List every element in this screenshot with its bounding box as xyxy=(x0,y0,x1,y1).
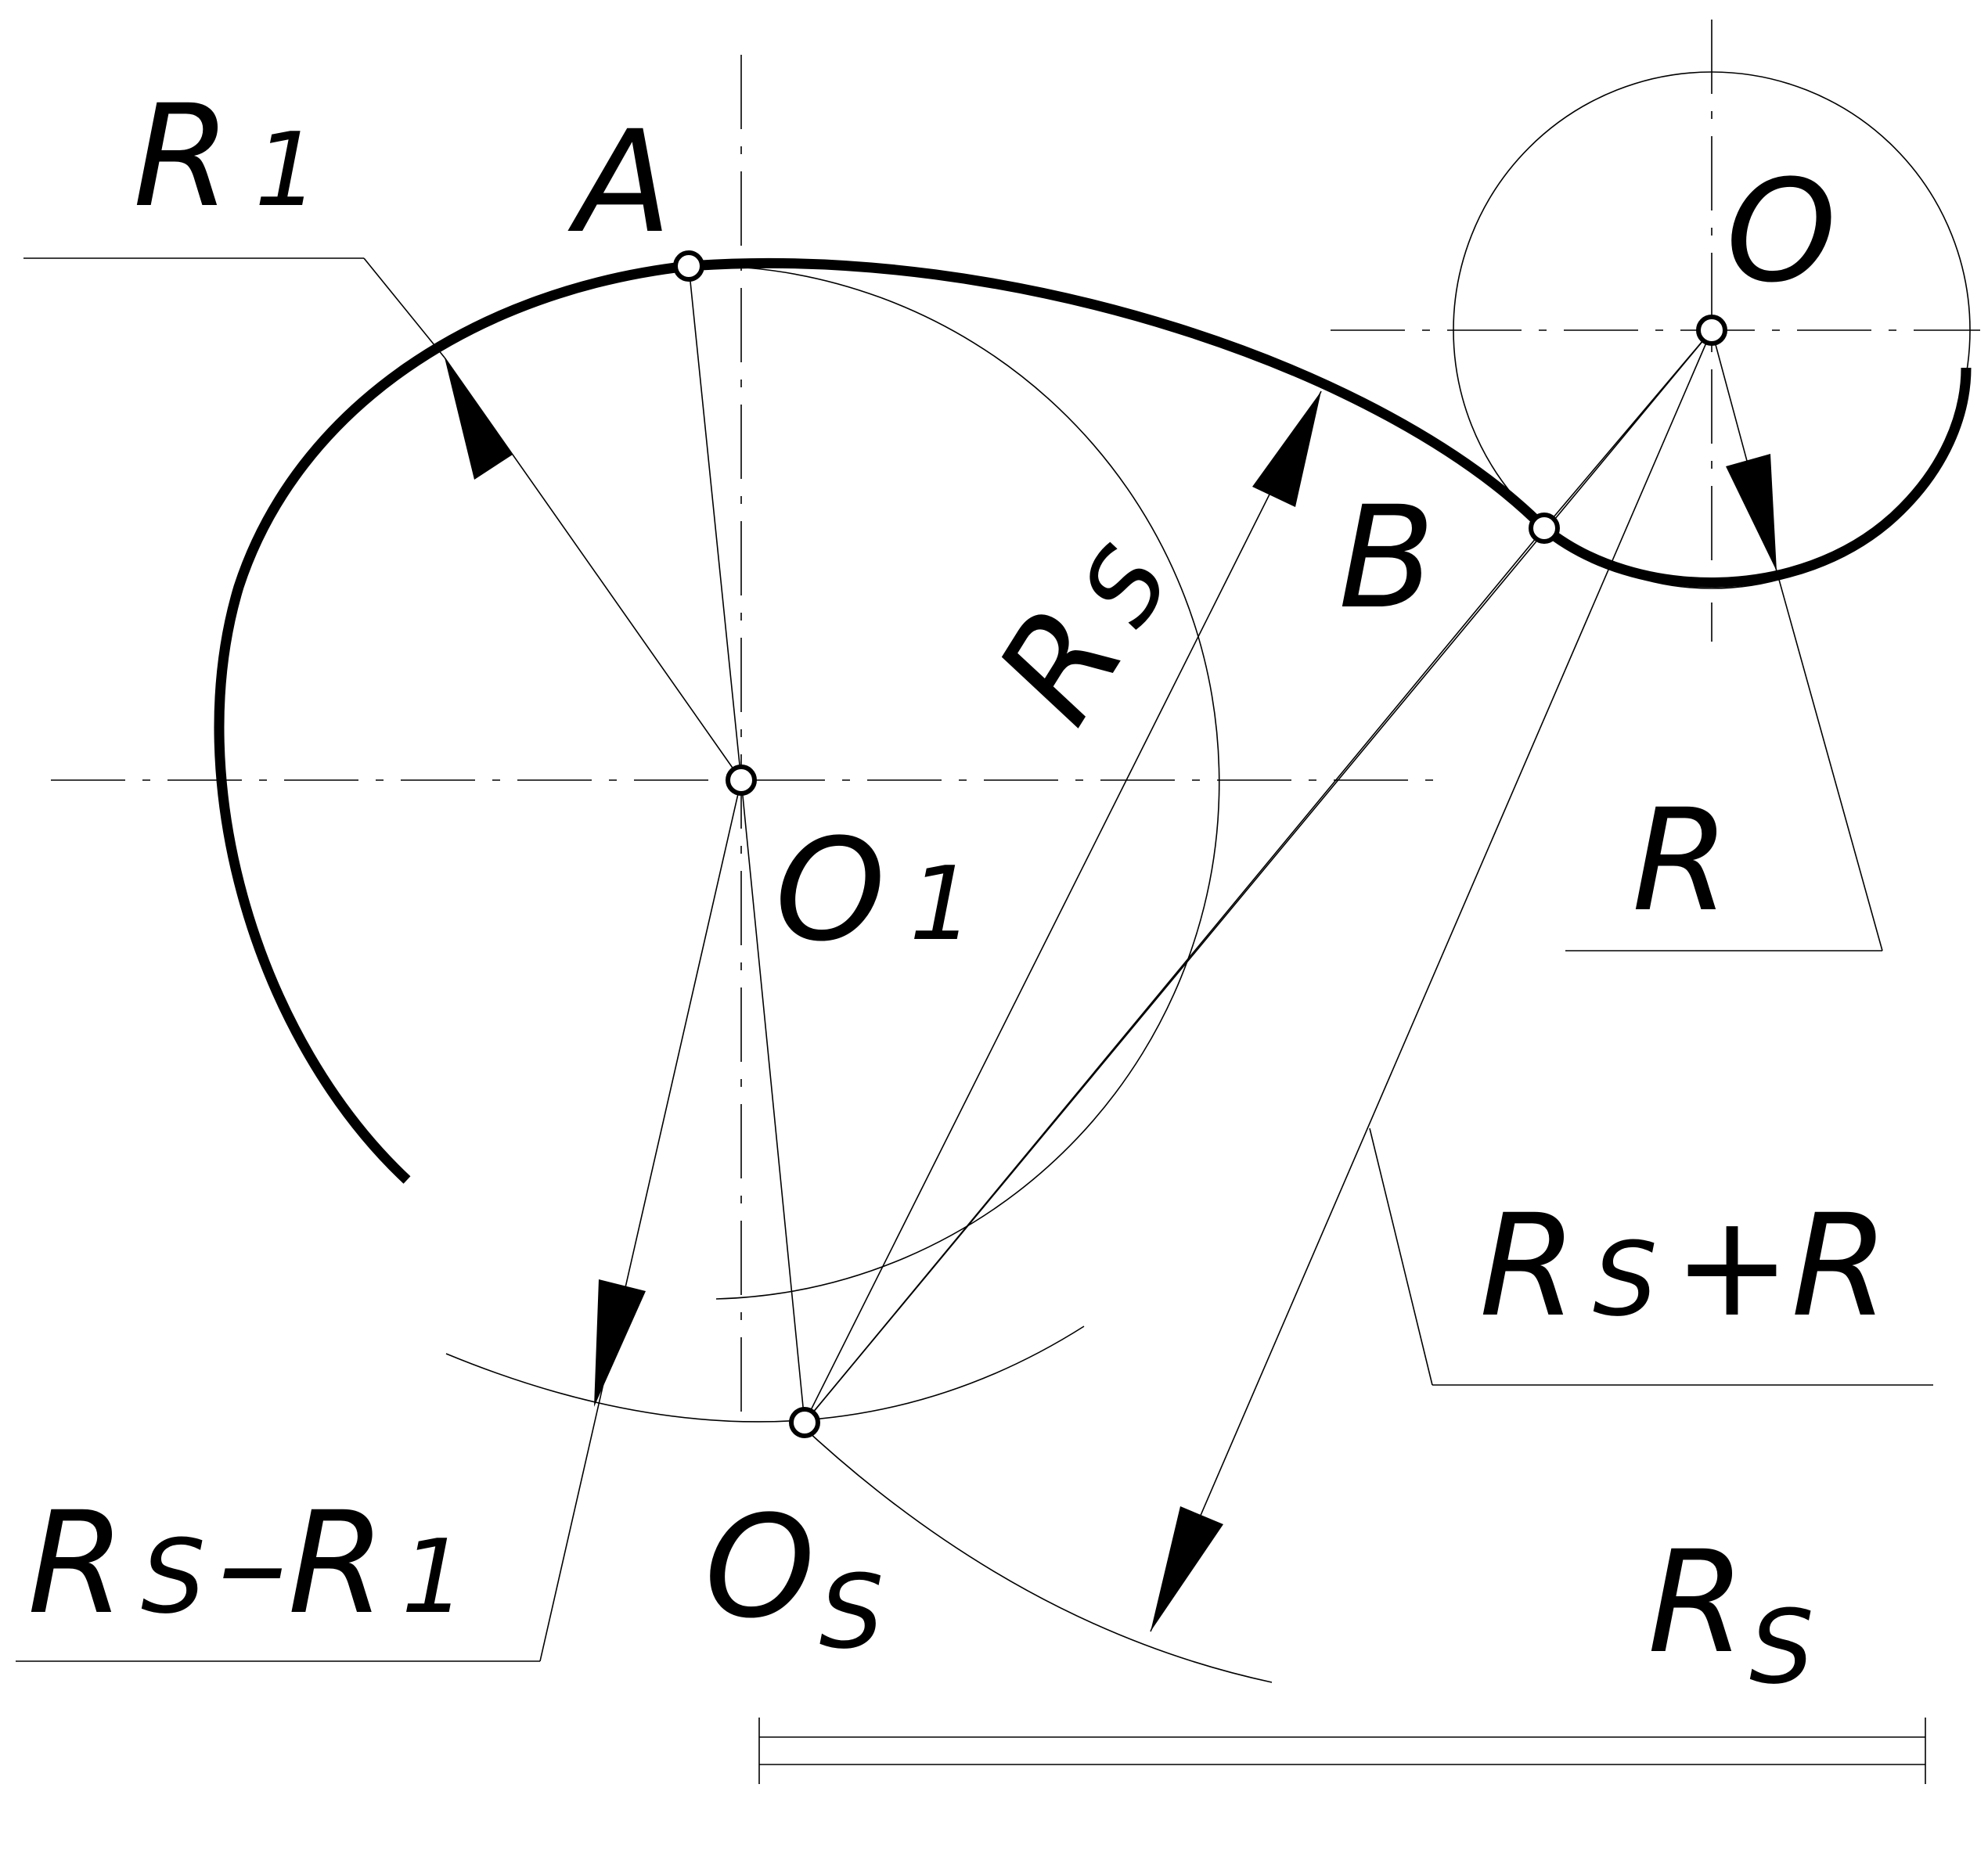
point-os xyxy=(789,1407,820,1438)
arc-r1 xyxy=(214,261,690,1184)
label-a: A xyxy=(567,101,672,264)
center-lines xyxy=(51,20,1980,1420)
label-rs-bottom: RS xyxy=(1648,1521,1814,1707)
point-o1 xyxy=(726,764,757,796)
line-o1-a xyxy=(688,265,742,781)
label-os: OS xyxy=(704,1486,884,1671)
label-o: O xyxy=(1726,150,1837,314)
circle-o xyxy=(1453,71,1971,589)
arc-rs-plus-r xyxy=(798,1422,1273,1683)
point-o xyxy=(1696,315,1727,346)
arc-r xyxy=(1540,367,1972,588)
construction-lines xyxy=(16,71,1971,1683)
contour xyxy=(214,257,1972,1184)
line-r1-leader xyxy=(363,257,445,358)
arrowhead-rs-minus-r1 xyxy=(594,1279,646,1407)
arrowheads xyxy=(445,358,1777,1631)
arc-rs-minus-r1 xyxy=(445,1326,1085,1423)
line-rs-plus-r-leader xyxy=(1369,1128,1433,1386)
line-o1-os xyxy=(740,779,805,1423)
line-os-o xyxy=(804,329,1712,1423)
label-rs-slanted: RS xyxy=(966,509,1201,750)
line-os-rs-dim xyxy=(804,390,1322,1423)
label-r: R xyxy=(1632,779,1730,943)
line-r-leader xyxy=(1776,570,1883,951)
label-b: B xyxy=(1338,477,1435,640)
line-o1-rs-minus-r1 xyxy=(539,779,742,1662)
point-a xyxy=(673,250,704,282)
arrowhead-rs-plus-r xyxy=(1151,1506,1223,1631)
arrowhead-r xyxy=(1726,454,1777,571)
arrowhead-rs-top xyxy=(1252,391,1321,507)
arc-rs-centered-os xyxy=(688,264,1220,1300)
line-o1-r1-dim xyxy=(444,357,742,781)
points xyxy=(673,250,1727,1438)
point-b xyxy=(1529,513,1560,544)
line-o-rs-plus-r xyxy=(1150,329,1712,1632)
scale-bar xyxy=(758,1718,1926,1784)
arrowhead-r1 xyxy=(445,358,513,480)
arc-rs xyxy=(688,257,1548,532)
line-o-b xyxy=(1543,329,1712,529)
